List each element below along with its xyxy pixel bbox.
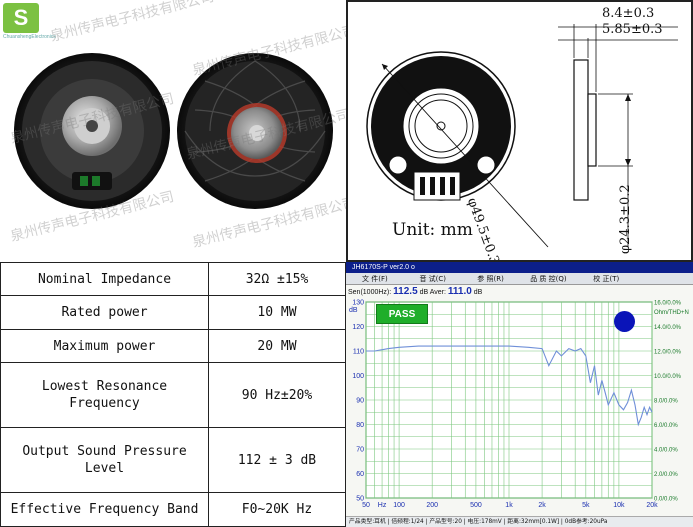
spec-value: F0~20K Hz — [208, 492, 346, 527]
diameter-inner-dimension: φ24.3±0.2 — [618, 184, 633, 254]
product-photo-panel: S ChuanshengElectronics 泉州传声电子科技有限公司 泉州传… — [0, 0, 346, 262]
unit-label: Unit: mm — [392, 220, 473, 240]
menu-reference[interactable]: 参 照(R) — [477, 275, 504, 283]
y2-tick-label: 0.0/0.0% — [654, 497, 678, 503]
status-led — [614, 311, 635, 332]
x-tick-label: 2k — [538, 502, 546, 509]
y2-tick-label: 10.0/0.0% — [654, 374, 682, 380]
y-tick-label: 60 — [356, 471, 364, 478]
x-tick-label: 200 — [426, 502, 438, 509]
y-tick-label: 70 — [356, 447, 364, 454]
y2-tick-label: 8.0/0.0% — [654, 399, 678, 405]
speaker-photo — [14, 53, 333, 209]
aver-unit: dB — [473, 289, 483, 296]
response-curve — [366, 345, 653, 427]
menu-bar: 文 件(F) 音 试(C) 参 照(R) 品 质 控(Q) 校 正(T) — [346, 273, 693, 285]
x-tick-label: 5k — [582, 502, 590, 509]
menu-file[interactable]: 文 件(F) — [362, 275, 388, 283]
y-tick-label: 90 — [356, 398, 364, 405]
y-tick-label: 130 — [352, 300, 364, 307]
menu-calibration[interactable]: 校 正(T) — [593, 275, 620, 283]
spec-value: 10 MW — [208, 295, 346, 330]
aver-label: dB Aver: — [419, 289, 446, 296]
spec-param: Effective Frequency Band — [0, 492, 209, 527]
y2-tick-label: 16.0/0.0% — [654, 301, 682, 307]
x-tick-label: 20k — [646, 502, 658, 509]
frequency-response-chart: 130 120 110 100 90 80 70 60 50 dB 16.0/0.0% 14.0/0.… — [349, 300, 689, 510]
sens-value: 112.5 — [393, 286, 418, 297]
spec-value: 112 ± 3 dB — [208, 427, 346, 494]
company-logo: S ChuanshengElectronics — [3, 3, 56, 43]
aver-value: 111.0 — [447, 286, 472, 297]
spec-param: Nominal Impedance — [0, 262, 209, 297]
window-title: JH6170S-P ver2.0 o — [346, 262, 693, 273]
y2-tick-label: 14.0/0.0% — [654, 325, 682, 331]
thickness-outer-dimension: 8.4±0.3 — [602, 6, 655, 21]
y2-tick-label: 12.0/0.0% — [654, 350, 682, 356]
logo-brand: ChuanshengElectronics — [3, 34, 56, 40]
spec-value: 32Ω ±15% — [208, 262, 346, 297]
y2-tick-label: 6.0/0.0% — [654, 423, 678, 429]
y-tick-label: 110 — [353, 349, 364, 356]
x-tick-label: 10k — [613, 502, 625, 509]
menu-test[interactable]: 音 试(C) — [419, 275, 447, 283]
x-tick-label: 1k — [505, 502, 513, 509]
x-tick-label: 100 — [393, 502, 405, 509]
spec-param: Maximum power — [0, 328, 209, 364]
logo-badge: S — [3, 3, 39, 33]
frequency-response-panel: JH6170S-P ver2.0 o 文 件(F) 音 试(C) 参 照(R) … — [346, 262, 693, 527]
spec-value: 90 Hz±20% — [208, 362, 346, 429]
spec-param: Rated power — [0, 295, 209, 330]
y-tick-label: 100 — [352, 373, 364, 380]
pass-indicator: PASS — [376, 304, 428, 324]
menu-blank[interactable] — [635, 273, 693, 284]
y-tick-label: 120 — [352, 324, 364, 331]
y-tick-label: 50 — [356, 496, 364, 503]
status-bar: 产品类型:耳机 | 倍频程:1/24 | 产品型号:20 | 电压:178mV … — [346, 516, 693, 527]
y2-tick-label: 2.0/0.0% — [654, 472, 678, 478]
sens-label: Sen(1000Hz): — [348, 289, 392, 296]
x-tick-label: 500 — [470, 502, 482, 509]
y2-axis-unit: Ohm/THD+N — [654, 310, 689, 316]
thickness-inner-dimension: 5.85±0.3 — [602, 22, 663, 37]
x-tick-label: Hz — [378, 502, 387, 509]
x-tick-label: 50 — [362, 502, 370, 509]
spec-param: Output Sound Pressure Level — [0, 427, 209, 494]
spec-param: Lowest Resonance Frequency — [0, 362, 209, 429]
y-tick-label: 80 — [356, 422, 364, 429]
y-axis-unit: dB — [349, 307, 358, 314]
dimension-drawing — [366, 24, 678, 248]
spec-value: 20 MW — [208, 328, 346, 364]
sensitivity-readout: Sen(1000Hz): 112.5 dB Aver: 111.0 dB — [348, 286, 482, 298]
y2-tick-label: 4.0/0.0% — [654, 448, 678, 454]
logo-letter: S — [13, 5, 29, 30]
menu-quality[interactable]: 品 质 控(Q) — [530, 275, 567, 283]
dimension-drawing-panel: 8.4±0.3 5.85±0.3 φ49.5±0.3 φ24.3±0.2 Uni… — [346, 0, 693, 262]
